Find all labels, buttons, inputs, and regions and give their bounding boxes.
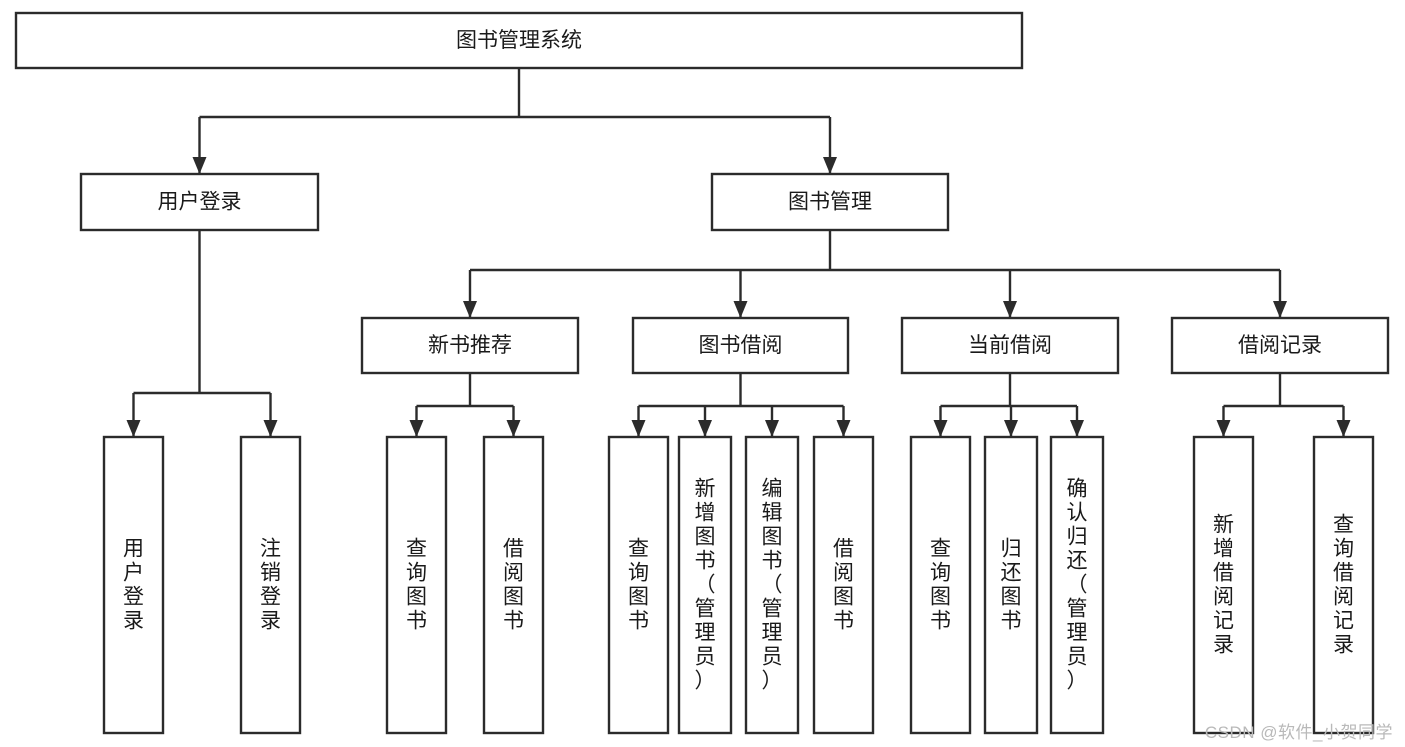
node-box	[1192, 435, 1255, 735]
node-box	[983, 435, 1039, 735]
arrow-head	[823, 157, 837, 174]
arrow-head	[836, 420, 851, 437]
node-label: 图书管理系统	[456, 29, 582, 52]
node-leaf-confirm-return[interactable]: 确认归还（管理员）	[1049, 435, 1105, 735]
node-box	[385, 435, 448, 735]
node-box	[1170, 316, 1390, 375]
node-label: 借阅记录	[1238, 334, 1322, 357]
node-label: 新书推荐	[428, 334, 512, 357]
node-label: 编辑图书（管理员）	[762, 478, 783, 693]
node-box	[482, 435, 545, 735]
node-layer: 图书管理系统用户登录图书管理新书推荐图书借阅当前借阅借阅记录用户登录注销登录查询…	[14, 11, 1390, 735]
node-label: 查询图书	[406, 538, 427, 633]
node-label: 当前借阅	[968, 334, 1052, 357]
arrow-head	[1070, 420, 1084, 437]
node-leaf-user-login[interactable]: 用户登录	[102, 435, 165, 735]
node-leaf-edit-book[interactable]: 编辑图书（管理员）	[744, 435, 800, 735]
node-leaf-query-book-rec[interactable]: 查询图书	[385, 435, 448, 735]
arrow-head	[1273, 301, 1287, 318]
node-label: 注销登录	[260, 538, 281, 633]
node-box	[1049, 435, 1105, 735]
node-leaf-query-record[interactable]: 查询借阅记录	[1312, 435, 1375, 735]
arrow-head	[192, 157, 207, 174]
arrow-head	[1003, 301, 1017, 318]
node-label: 用户登录	[123, 538, 144, 633]
node-box	[710, 172, 950, 232]
arrow-head	[631, 420, 646, 437]
node-label: 确认归还（管理员）	[1067, 478, 1088, 693]
arrow-head	[933, 420, 948, 437]
arrow-head	[1004, 420, 1018, 437]
node-leaf-query-book-borrow[interactable]: 查询图书	[607, 435, 670, 735]
node-label: 新增借阅记录	[1213, 514, 1234, 657]
node-box	[360, 316, 580, 375]
node-label: 查询借阅记录	[1333, 514, 1354, 657]
node-book-borrow[interactable]: 图书借阅	[631, 316, 850, 375]
node-label: 用户登录	[158, 191, 242, 214]
node-leaf-return-book[interactable]: 归还图书	[983, 435, 1039, 735]
node-box	[812, 435, 875, 735]
node-label: 借阅图书	[833, 538, 854, 633]
arrow-head	[409, 420, 424, 437]
arrow-head	[1336, 420, 1351, 437]
node-label: 图书管理	[788, 191, 872, 214]
node-leaf-borrow-book[interactable]: 借阅图书	[812, 435, 875, 735]
node-borrow-record[interactable]: 借阅记录	[1170, 316, 1390, 375]
node-leaf-logout[interactable]: 注销登录	[239, 435, 302, 735]
arrow-head	[126, 420, 141, 437]
node-box	[102, 435, 165, 735]
node-box	[900, 316, 1120, 375]
node-leaf-borrow-book-rec[interactable]: 借阅图书	[482, 435, 545, 735]
arrow-head	[1216, 420, 1231, 437]
node-current-borrow[interactable]: 当前借阅	[900, 316, 1120, 375]
node-label: 图书借阅	[699, 334, 783, 357]
node-box	[677, 435, 733, 735]
node-leaf-add-record[interactable]: 新增借阅记录	[1192, 435, 1255, 735]
node-leaf-add-book[interactable]: 新增图书（管理员）	[677, 435, 733, 735]
arrow-head	[263, 420, 278, 437]
node-label: 查询图书	[628, 538, 649, 633]
node-box	[79, 172, 320, 232]
arrow-head	[733, 301, 748, 318]
node-box	[14, 11, 1024, 70]
node-new-book-rec[interactable]: 新书推荐	[360, 316, 580, 375]
node-box	[744, 435, 800, 735]
node-label: 归还图书	[1001, 538, 1022, 633]
node-leaf-query-book-current[interactable]: 查询图书	[909, 435, 972, 735]
node-box	[909, 435, 972, 735]
node-box	[607, 435, 670, 735]
node-user-login[interactable]: 用户登录	[79, 172, 320, 232]
arrow-head	[765, 420, 779, 437]
node-root[interactable]: 图书管理系统	[14, 11, 1024, 70]
node-box	[1312, 435, 1375, 735]
node-box	[239, 435, 302, 735]
node-label: 借阅图书	[503, 538, 524, 633]
node-label: 新增图书（管理员）	[695, 478, 716, 693]
node-book-admin[interactable]: 图书管理	[710, 172, 950, 232]
arrow-head	[698, 420, 712, 437]
arrow-head	[506, 420, 521, 437]
connector-layer	[126, 68, 1351, 437]
arrow-head	[463, 301, 477, 318]
node-label: 查询图书	[930, 538, 951, 633]
node-box	[631, 316, 850, 375]
